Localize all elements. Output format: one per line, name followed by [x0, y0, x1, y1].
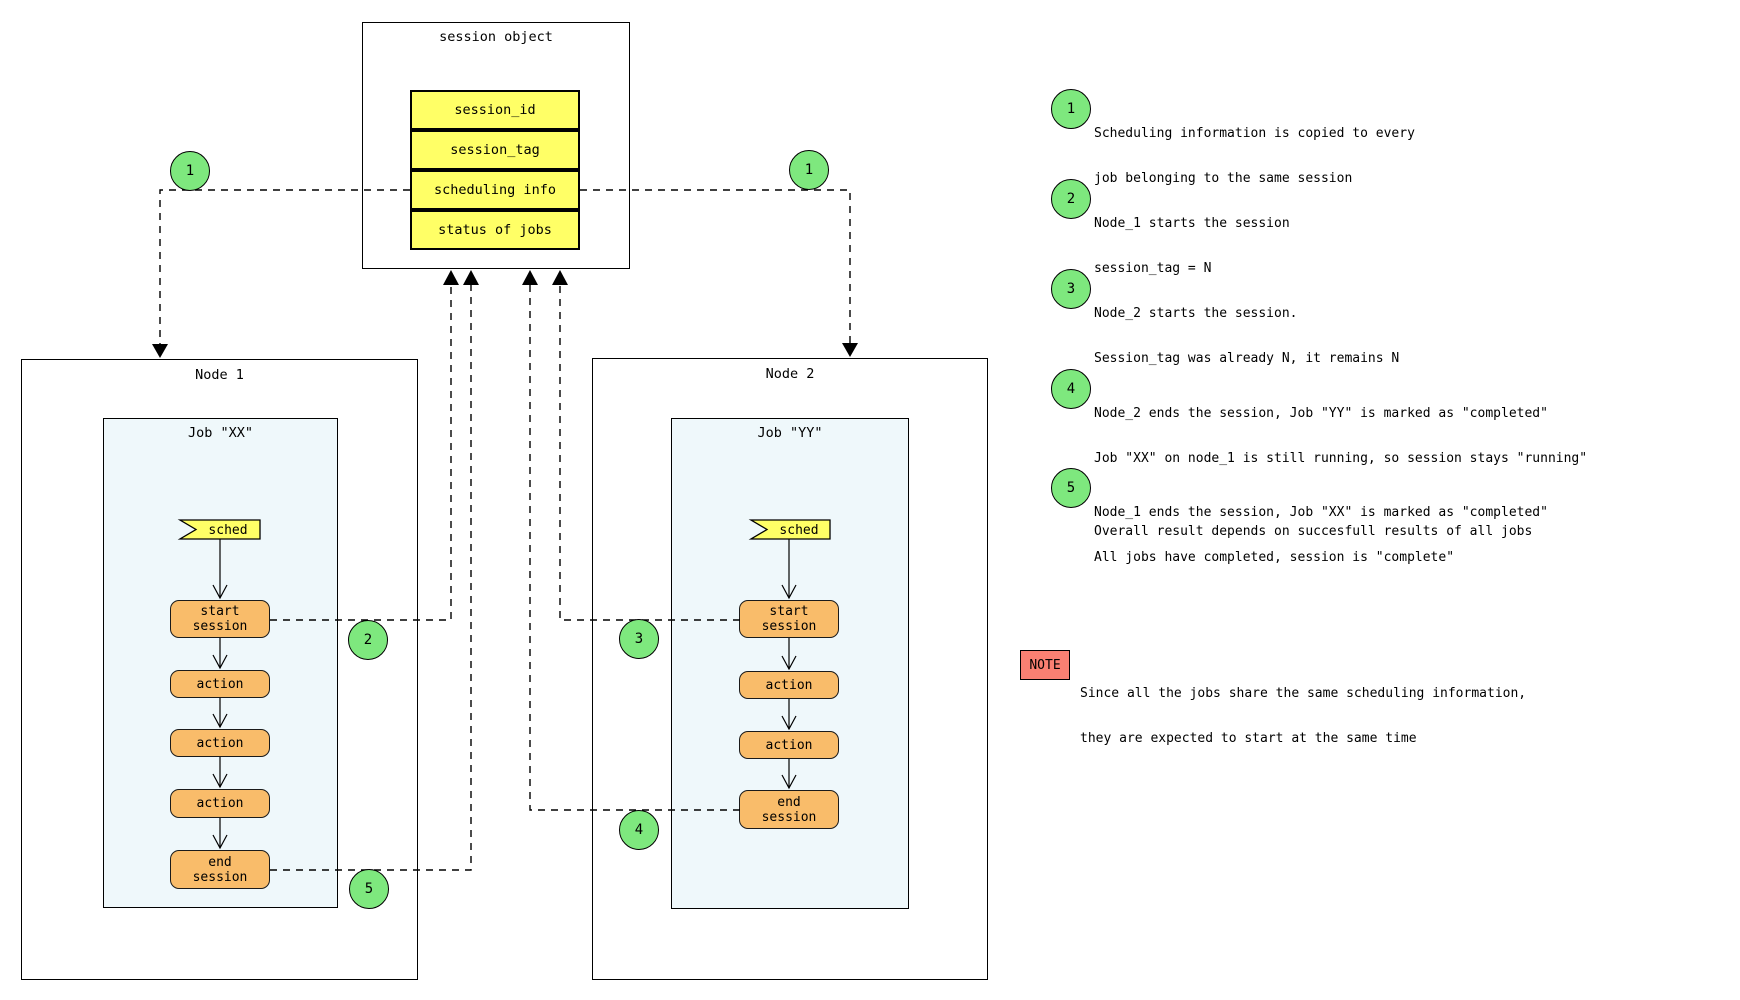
step-xx-action-1: action	[170, 670, 270, 698]
step-label: session	[192, 619, 248, 634]
badge-3: 3	[619, 619, 659, 659]
session-field-session-tag: session_tag	[410, 130, 580, 170]
step-xx-end-session: end session	[170, 850, 270, 889]
note-text: Since all the jobs share the same schedu…	[1080, 656, 1526, 761]
annotation-badge-4: 4	[1051, 369, 1091, 409]
annotation-text-2: Node_1 starts the session session_tag = …	[1094, 186, 1290, 291]
session-object-title: session object	[439, 29, 553, 45]
connector-arrowheads	[152, 270, 858, 358]
annotation-text-3: Node_2 starts the session. Session_tag w…	[1094, 276, 1399, 381]
annotation-line: Node_1 starts the session	[1094, 216, 1290, 231]
session-field-scheduling-info: scheduling info	[410, 170, 580, 210]
arrowhead-up-2	[463, 270, 479, 285]
note-box: NOTE	[1020, 650, 1070, 680]
annotation-line: Scheduling information is copied to ever…	[1094, 126, 1415, 141]
step-label: session	[192, 869, 248, 885]
step-label: start	[200, 604, 240, 619]
step-xx-action-3: action	[170, 789, 270, 818]
job-yy-box: Job "YY"	[671, 418, 909, 909]
badge-5: 5	[349, 869, 389, 909]
badge-4: 4	[619, 810, 659, 850]
annotation-line: Session_tag was already N, it remains N	[1094, 351, 1400, 366]
step-yy-action-2: action	[739, 731, 839, 759]
annotation-line: All jobs have completed, session is "com…	[1094, 550, 1455, 565]
badge-2: 2	[348, 620, 388, 660]
step-label: action	[196, 796, 244, 811]
arrowhead-into-node1	[152, 344, 168, 358]
step-label: session	[761, 619, 817, 634]
node1-title: Node 1	[195, 367, 244, 383]
step-label: action	[196, 676, 244, 692]
annotation-line: Node_1 ends the session, Job "XX" is mar…	[1094, 505, 1548, 520]
annotation-overall-result: Overall result depends on succesfull res…	[1094, 524, 1533, 539]
note-line: Since all the jobs share the same schedu…	[1080, 686, 1527, 701]
annotation-badge-1: 1	[1051, 89, 1091, 129]
job-yy-title: Job "YY"	[757, 425, 823, 441]
arrowhead-up-4	[552, 270, 568, 285]
step-label: action	[196, 735, 244, 751]
note-line: they are expected to start at the same t…	[1080, 731, 1417, 746]
arrowhead-into-node2	[842, 343, 858, 357]
annotation-badge-3: 3	[1051, 269, 1091, 309]
arrowhead-up-3	[522, 270, 538, 285]
annotation-line: Node_2 starts the session.	[1094, 306, 1298, 321]
step-label: action	[765, 737, 813, 753]
step-yy-end-session: end session	[739, 790, 839, 829]
step-label: action	[765, 677, 813, 693]
step-xx-start-session: start session	[170, 600, 270, 638]
session-field-session-id: session_id	[410, 90, 580, 130]
annotation-line: session_tag = N	[1094, 261, 1212, 276]
job-xx-title: Job "XX"	[187, 425, 254, 441]
session-field-status-of-jobs: status of jobs	[410, 210, 580, 250]
job-xx-box: Job "XX"	[103, 418, 338, 908]
badge-1-left: 1	[170, 151, 210, 191]
annotation-text-1: Scheduling information is copied to ever…	[1094, 96, 1415, 201]
annotation-badge-2: 2	[1051, 179, 1091, 219]
annotation-text-4: Node_2 ends the session, Job "YY" is mar…	[1094, 376, 1587, 481]
annotation-line: job belonging to the same session	[1094, 171, 1353, 186]
step-label: session	[761, 809, 817, 825]
step-yy-action-1: action	[739, 671, 839, 699]
step-yy-start-session: start session	[739, 600, 839, 638]
step-label: end	[777, 794, 801, 810]
annotation-line: Job "XX" on node_1 is still running, so …	[1094, 451, 1588, 466]
annotation-text-5: Node_1 ends the session, Job "XX" is mar…	[1094, 475, 1548, 580]
annotation-line: Node_2 ends the session, Job "YY" is mar…	[1094, 406, 1548, 421]
badge-1-right: 1	[789, 150, 829, 190]
annotation-badge-5: 5	[1051, 468, 1091, 508]
step-label: start	[769, 604, 809, 619]
step-label: end	[208, 854, 232, 870]
node2-title: Node 2	[765, 366, 815, 382]
step-xx-action-2: action	[170, 729, 270, 757]
arrowhead-up-1	[443, 270, 459, 285]
